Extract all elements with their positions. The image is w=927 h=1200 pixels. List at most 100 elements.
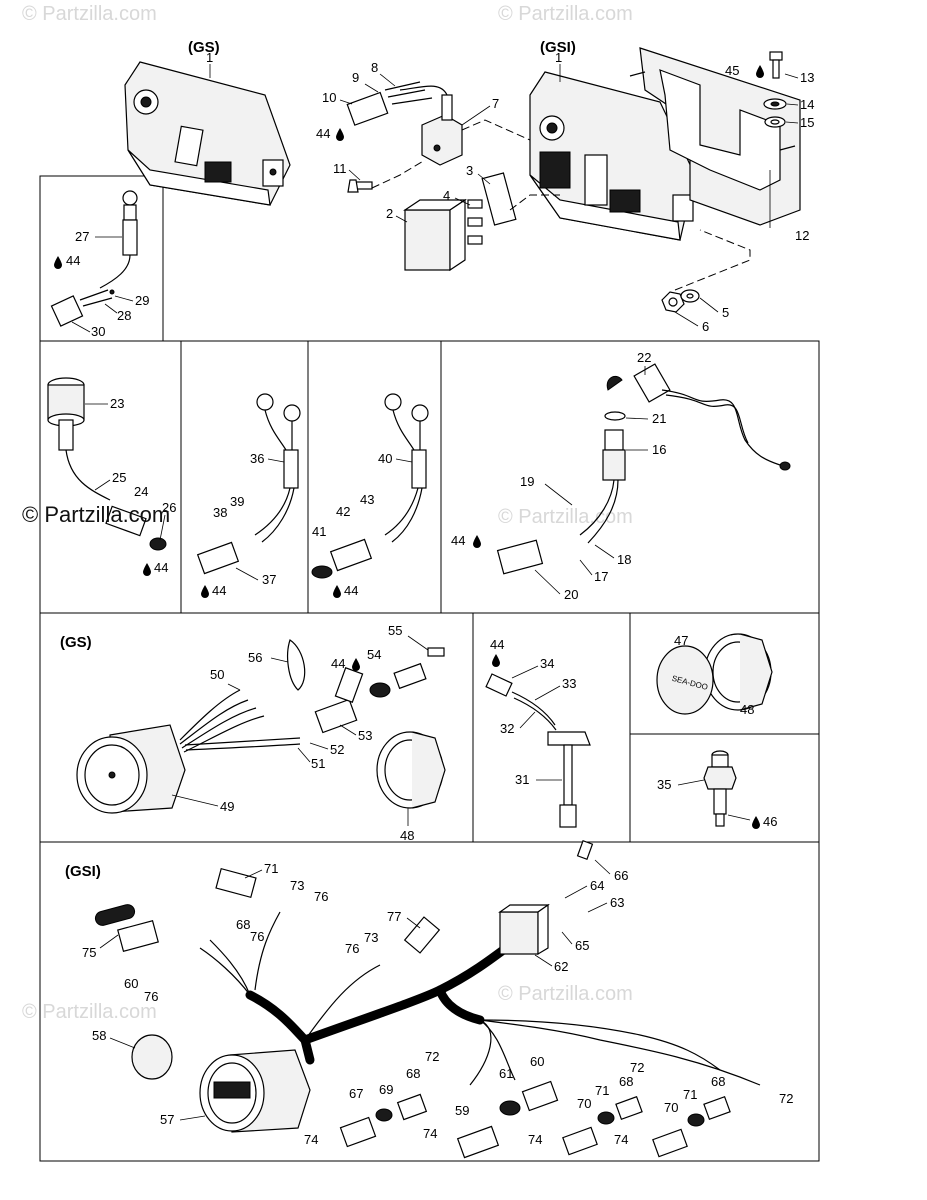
watermark: © Partzilla.com (22, 502, 170, 527)
sensor-23-parts (47, 377, 167, 551)
callout-22: 22 (637, 350, 651, 365)
callout-44: 44 (212, 583, 226, 598)
callout-28: 28 (117, 308, 131, 323)
callout-64: 64 (590, 878, 604, 893)
callout-66: 66 (614, 868, 628, 883)
section-title-gs-gauge: (GS) (60, 634, 92, 651)
bolt-and-washers (763, 51, 787, 128)
callout-33: 33 (562, 676, 576, 691)
callout-71: 71 (264, 861, 278, 876)
callout-17: 17 (594, 569, 608, 584)
callout-6: 6 (702, 319, 709, 334)
callout-73: 73 (364, 930, 378, 945)
callout-44: 44 (154, 560, 168, 575)
callout-35: 35 (657, 777, 671, 792)
callout-53: 53 (358, 728, 372, 743)
gauge-bezel-parts: SEA-DOO (656, 633, 773, 715)
callout-44: 44 (66, 253, 80, 268)
relay-and-fuse-parts (346, 81, 517, 272)
callout-34: 34 (540, 656, 554, 671)
callout-69: 69 (379, 1082, 393, 1097)
callout-48: 48 (400, 828, 414, 843)
callout-68: 68 (406, 1066, 420, 1081)
callout-70: 70 (664, 1100, 678, 1115)
callout-14: 14 (800, 97, 814, 112)
callout-11: 11 (333, 161, 347, 176)
callout-54: 54 (367, 647, 381, 662)
callout-77: 77 (387, 909, 401, 924)
callout-71: 71 (595, 1083, 609, 1098)
callout-50: 50 (210, 667, 224, 682)
callout-72: 72 (779, 1091, 793, 1106)
callout-27: 27 (75, 229, 89, 244)
callout-46: 46 (763, 814, 777, 829)
callout-71: 71 (683, 1087, 697, 1102)
callout-41: 41 (312, 524, 326, 539)
panel-gsi-harness (39, 841, 820, 1162)
callout-74: 74 (614, 1132, 628, 1147)
callout-4: 4 (443, 188, 450, 203)
section-title-gs: (GS) (188, 39, 220, 56)
callout-16: 16 (652, 442, 666, 457)
callout-44: 44 (344, 583, 358, 598)
watermark: © Partzilla.com (22, 1001, 157, 1023)
connector-40-parts (311, 393, 429, 579)
callout-39: 39 (230, 494, 244, 509)
callout-42: 42 (336, 504, 350, 519)
callout-52: 52 (330, 742, 344, 757)
mounting-bracket (629, 47, 801, 226)
callout-72: 72 (630, 1060, 644, 1075)
callout-63: 63 (610, 895, 624, 910)
callout-9: 9 (352, 70, 359, 85)
callout-67: 67 (349, 1086, 363, 1101)
callout-44: 44 (490, 637, 504, 652)
callout-61: 61 (499, 1066, 513, 1081)
nut-and-washer (661, 289, 700, 313)
callout-1: 1 (206, 50, 213, 65)
callout-70: 70 (577, 1096, 591, 1111)
key-switch-parts (50, 190, 138, 327)
callout-74: 74 (304, 1132, 318, 1147)
callout-20: 20 (564, 587, 578, 602)
callout-30: 30 (91, 324, 105, 339)
watermark-group: © Partzilla.com © Partzilla.com © Partzi… (22, 3, 633, 1023)
callout-37: 37 (262, 572, 276, 587)
temp-sensor-parts (703, 750, 737, 827)
callout-72: 72 (425, 1049, 439, 1064)
callout-3: 3 (466, 163, 473, 178)
watermark: © Partzilla.com (498, 983, 633, 1005)
callout-15: 15 (800, 115, 814, 130)
callout-44: 44 (316, 126, 330, 141)
callout-29: 29 (135, 293, 149, 308)
panel-frames (39, 175, 820, 1162)
gsi-harness-parts (94, 840, 761, 1159)
callout-57: 57 (160, 1112, 174, 1127)
mpem-module-gs (124, 61, 291, 206)
callout-60: 60 (124, 976, 138, 991)
mpem-module-gsi (529, 71, 696, 241)
callout-38: 38 (213, 505, 227, 520)
callout-7: 7 (492, 96, 499, 111)
callout-56: 56 (248, 650, 262, 665)
callout-21: 21 (652, 411, 666, 426)
fuel-sensor-parts (485, 673, 591, 828)
watermark: © Partzilla.com (498, 506, 633, 528)
callout-8: 8 (371, 60, 378, 75)
callout-40: 40 (378, 451, 392, 466)
callout-74: 74 (423, 1126, 437, 1141)
callout-73: 73 (290, 878, 304, 893)
callout-48: 48 (740, 702, 754, 717)
callout-58: 58 (92, 1028, 106, 1043)
callout-75: 75 (82, 945, 96, 960)
callout-76: 76 (345, 941, 359, 956)
callout-26: 26 (162, 500, 176, 515)
callout-51: 51 (311, 756, 325, 771)
callout-47: 47 (674, 633, 688, 648)
callout-59: 59 (455, 1103, 469, 1118)
callout-74: 74 (528, 1132, 542, 1147)
section-title-gsi-harness: (GSI) (65, 863, 101, 880)
callout-23: 23 (110, 396, 124, 411)
safety-lanyard-parts (496, 363, 791, 575)
callout-45: 45 (725, 63, 739, 78)
callout-68: 68 (619, 1074, 633, 1089)
